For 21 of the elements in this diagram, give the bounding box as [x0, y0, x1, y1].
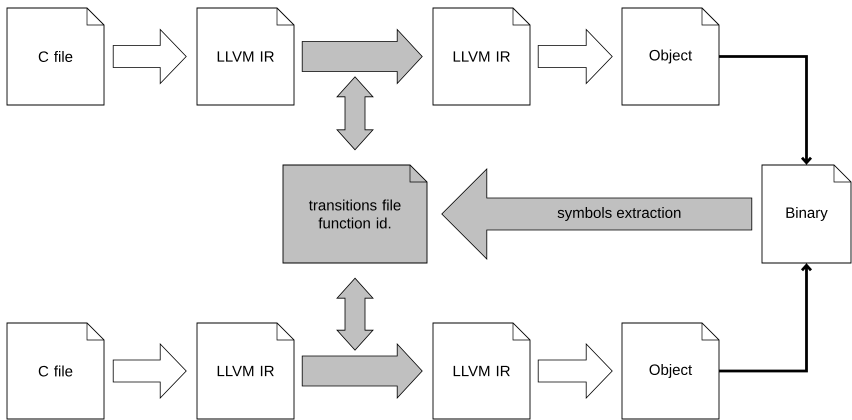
document-box: C file	[6, 322, 104, 420]
document-box: LLVM IR	[432, 322, 530, 420]
connector-line	[719, 55, 812, 165]
document-box: LLVM IR	[196, 322, 294, 420]
block-arrow	[112, 28, 187, 84]
document-box: LLVM IR	[432, 8, 530, 106]
block-arrow	[302, 342, 423, 400]
block-arrow	[538, 343, 613, 399]
document-box: Binary	[762, 164, 852, 264]
block-arrow	[336, 278, 374, 351]
block-arrow	[538, 28, 613, 84]
document-box: C file	[6, 8, 104, 106]
document-box: Object	[622, 322, 720, 420]
block-arrow	[112, 343, 187, 399]
document-box: LLVM IR	[196, 8, 294, 106]
document-box: Object	[622, 8, 720, 106]
document-box: transitions file function id.	[282, 164, 428, 264]
edge-label: symbols extraction	[556, 206, 682, 222]
block-arrow	[336, 76, 374, 150]
block-arrow	[302, 28, 423, 85]
connector-line	[719, 263, 812, 372]
